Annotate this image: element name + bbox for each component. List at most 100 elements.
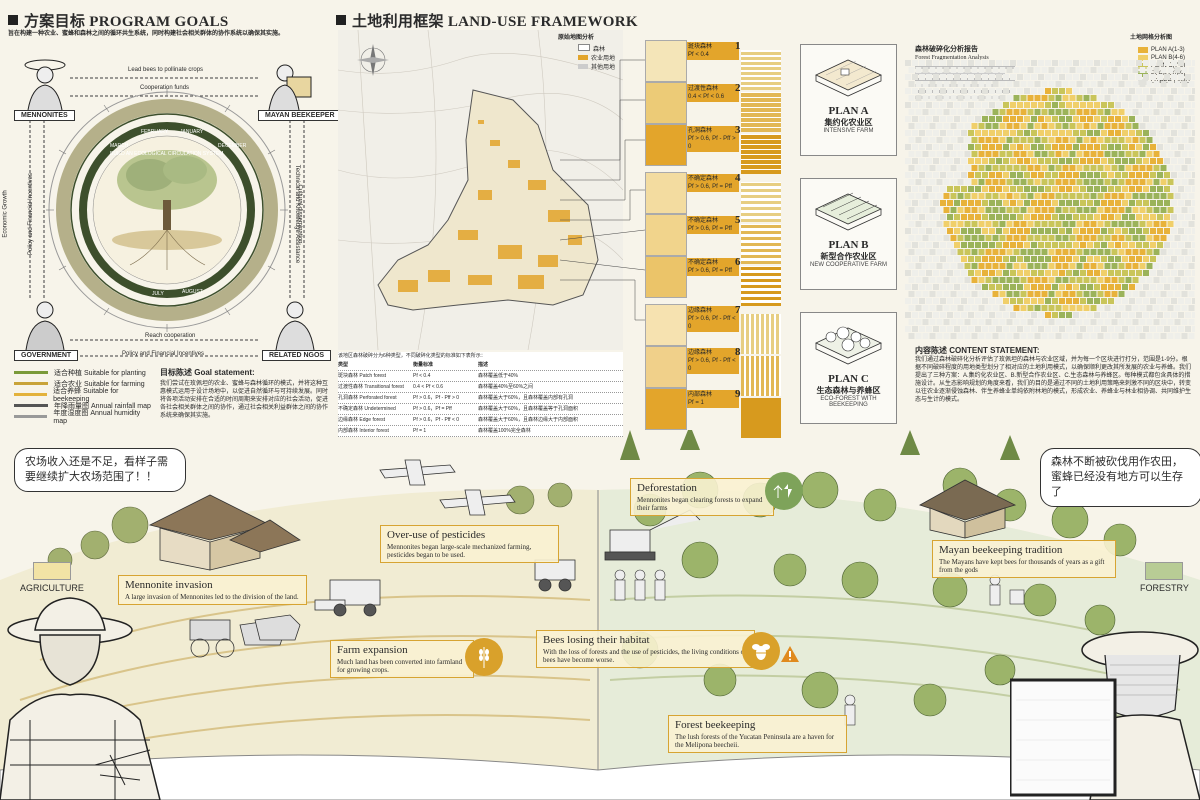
grid-cell bbox=[1122, 200, 1128, 206]
grid-cell bbox=[929, 319, 936, 325]
grid-cell bbox=[1003, 60, 1009, 66]
grid-cell bbox=[1146, 109, 1153, 115]
grid-cell bbox=[1136, 102, 1142, 108]
grid-cell bbox=[1083, 137, 1090, 143]
grid-cell bbox=[1108, 228, 1114, 234]
grid-cell bbox=[943, 67, 950, 73]
grid-cell bbox=[922, 165, 929, 171]
grid-cell bbox=[943, 333, 950, 339]
grid-cell bbox=[971, 249, 978, 255]
grid-cell bbox=[940, 60, 946, 66]
grid-cell bbox=[1160, 235, 1167, 241]
grid-cell bbox=[1045, 284, 1051, 290]
grid-cell bbox=[1104, 193, 1111, 199]
grid-cell bbox=[950, 109, 957, 115]
grid-legend-item: PLAN A(1-3) bbox=[1138, 46, 1198, 54]
grid-cell bbox=[1132, 319, 1139, 325]
grid-cell bbox=[978, 319, 985, 325]
grid-cell bbox=[1003, 284, 1009, 290]
grid-cell bbox=[1066, 102, 1072, 108]
grid-cell bbox=[1125, 277, 1132, 283]
grid-cell bbox=[996, 242, 1002, 248]
grid-cell bbox=[1115, 186, 1121, 192]
grid-cell bbox=[1115, 256, 1121, 262]
map-connector-lines bbox=[560, 59, 646, 321]
plan-card-b[interactable]: PLAN B 新型合作农业区 NEW COOPERATIVE FARM bbox=[800, 178, 897, 290]
grid-cell bbox=[985, 179, 992, 185]
grid-cell bbox=[1034, 95, 1041, 101]
grid-cell bbox=[982, 214, 988, 220]
grid-cell bbox=[992, 137, 999, 143]
grid-cell bbox=[1066, 312, 1072, 318]
grid-cell bbox=[1150, 242, 1156, 248]
grid-cell bbox=[1031, 102, 1037, 108]
grid-cell bbox=[947, 172, 953, 178]
grid-cell bbox=[1181, 95, 1188, 101]
grid-cell bbox=[954, 270, 960, 276]
grid-cell bbox=[1160, 165, 1167, 171]
grid-cell bbox=[1160, 207, 1167, 213]
grid-cell bbox=[1031, 60, 1037, 66]
grid-cell bbox=[992, 319, 999, 325]
grid-cell bbox=[1055, 333, 1062, 339]
grid-cell bbox=[912, 242, 918, 248]
grid-cell bbox=[1132, 81, 1139, 87]
grid-cell bbox=[1146, 165, 1153, 171]
grid-cell bbox=[1024, 74, 1030, 80]
grid-cell bbox=[1150, 200, 1156, 206]
grid-cell bbox=[964, 207, 971, 213]
grid-cell bbox=[1150, 186, 1156, 192]
grid-cell bbox=[1076, 151, 1083, 157]
grid-cell bbox=[1041, 263, 1048, 269]
grid-cell bbox=[1192, 102, 1195, 108]
tile-mini bbox=[741, 356, 781, 396]
grid-cell bbox=[964, 291, 971, 297]
grid-cell bbox=[1003, 200, 1009, 206]
grid-cell bbox=[1188, 319, 1195, 325]
grid-cell bbox=[1087, 130, 1093, 136]
grid-cell bbox=[1104, 151, 1111, 157]
grid-cell bbox=[1080, 60, 1086, 66]
grid-cell bbox=[1080, 326, 1086, 332]
plan-card-a[interactable]: PLAN A 集约化农业区 INTENSIVE FARM bbox=[800, 44, 897, 156]
grid-cell bbox=[1171, 60, 1177, 66]
grid-cell bbox=[1006, 277, 1013, 283]
map-legend-item: 农业用地 bbox=[578, 55, 615, 64]
grid-cell bbox=[905, 158, 911, 164]
grid-cell bbox=[992, 81, 999, 87]
grid-cell bbox=[1153, 81, 1160, 87]
grid-cell bbox=[1097, 263, 1104, 269]
tile-sample bbox=[645, 346, 687, 388]
cycle-month: DECEMBER bbox=[218, 143, 247, 149]
grid-cell bbox=[933, 326, 939, 332]
grid-cell bbox=[961, 158, 967, 164]
grid-cell bbox=[1143, 312, 1149, 318]
grid-cell bbox=[950, 263, 957, 269]
grid-cell bbox=[1125, 109, 1132, 115]
grid-cell bbox=[1122, 298, 1128, 304]
grid-cell bbox=[1181, 165, 1188, 171]
grid-cell bbox=[922, 207, 929, 213]
grid-cell bbox=[1048, 151, 1055, 157]
grid-cell bbox=[912, 256, 918, 262]
grid-cell bbox=[1136, 326, 1142, 332]
grid-cell bbox=[1171, 172, 1177, 178]
plan-card-c[interactable]: PLAN C 生态森林与养蜂区 ECO-FOREST WITH BEEKEEPI… bbox=[800, 312, 897, 424]
grid-cell bbox=[950, 81, 957, 87]
grid-cell bbox=[1020, 235, 1027, 241]
grid-cell bbox=[1010, 74, 1016, 80]
grid-cell bbox=[1150, 172, 1156, 178]
grid-cell bbox=[1118, 109, 1125, 115]
grid-cell bbox=[1034, 193, 1041, 199]
grid-cell bbox=[1055, 263, 1062, 269]
grid-cell bbox=[1132, 193, 1139, 199]
grid-cell bbox=[989, 130, 995, 136]
grid-cell bbox=[1185, 130, 1191, 136]
grid-cell bbox=[954, 172, 960, 178]
report-title-cn: 森林破碎化分析报告 bbox=[915, 46, 978, 53]
grid-cell bbox=[975, 172, 981, 178]
grid-cell bbox=[1073, 130, 1079, 136]
grid-cell bbox=[1080, 116, 1086, 122]
grid-cell bbox=[1094, 312, 1100, 318]
grid-cell bbox=[1171, 158, 1177, 164]
